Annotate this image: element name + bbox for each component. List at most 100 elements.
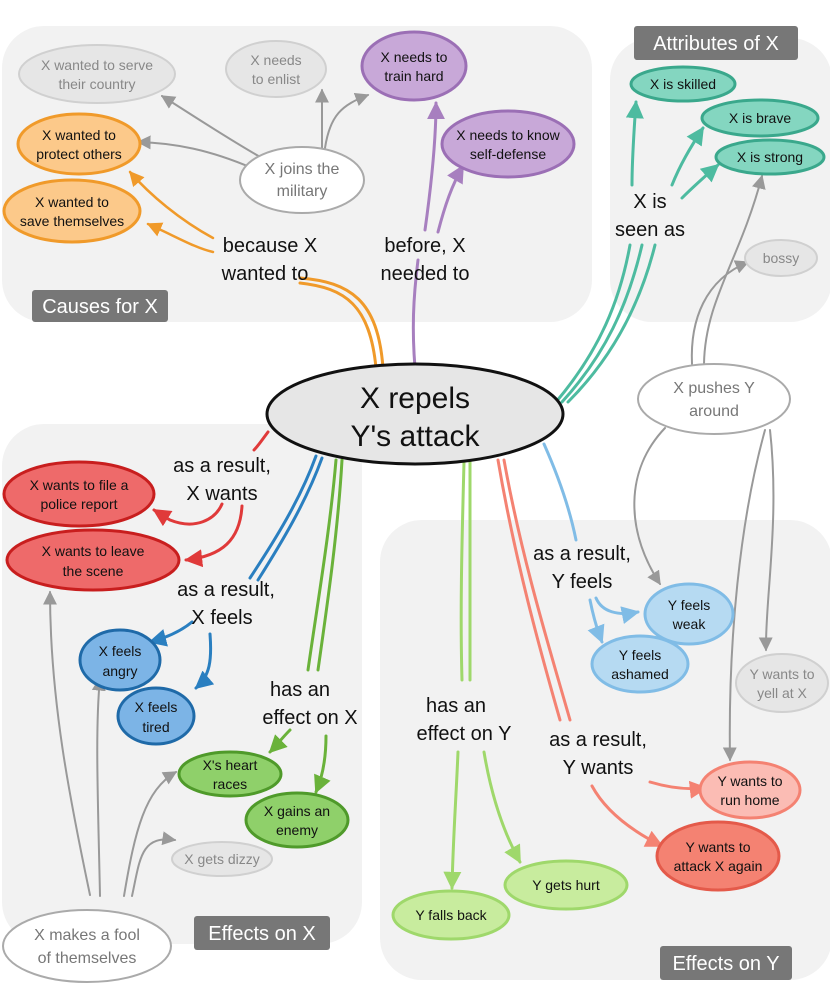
edge-to-file-report xyxy=(152,502,224,527)
svg-text:X feels: X feels xyxy=(99,643,142,659)
edge-fool-to-angry xyxy=(91,676,106,897)
node-serve-country: X wanted to serve their country xyxy=(18,44,176,104)
svg-text:Causes for X: Causes for X xyxy=(42,296,158,318)
svg-text:attack X again: attack X again xyxy=(674,858,763,874)
svg-text:Attributes of X: Attributes of X xyxy=(653,33,779,55)
node-y-ashamed: Y feels ashamed xyxy=(590,634,690,694)
node-protect-others: X wanted to protect others xyxy=(16,112,142,176)
svg-text:run home: run home xyxy=(720,792,779,808)
svg-text:Effects on X: Effects on X xyxy=(208,923,315,945)
svg-text:X wanted to serve: X wanted to serve xyxy=(41,57,153,73)
svg-text:X's heart: X's heart xyxy=(203,757,258,773)
center-event-node: X repels Y's attack xyxy=(265,362,565,466)
edge-pushes-to-yell xyxy=(758,429,775,652)
svg-text:X repels: X repels xyxy=(360,382,470,415)
svg-text:bossy: bossy xyxy=(763,250,800,266)
node-bossy: bossy xyxy=(744,239,818,277)
svg-text:around: around xyxy=(689,403,739,420)
node-needs-enlist: X needs to enlist xyxy=(225,40,327,98)
edge-to-tired xyxy=(194,632,215,690)
svg-text:X gets dizzy: X gets dizzy xyxy=(184,851,259,867)
svg-text:races: races xyxy=(213,776,247,792)
edge-x-feels xyxy=(256,456,324,582)
svg-text:X is skilled: X is skilled xyxy=(650,76,716,92)
svg-text:X makes a fool: X makes a fool xyxy=(34,927,140,944)
edge-y-wants xyxy=(502,458,572,722)
svg-text:X pushes Y: X pushes Y xyxy=(673,380,755,397)
node-brave: X is brave xyxy=(700,98,820,138)
edge-to-heart-races xyxy=(268,728,292,754)
svg-text:tired: tired xyxy=(142,719,169,735)
svg-text:self-defense: self-defense xyxy=(470,146,546,162)
edge-to-attack-again xyxy=(590,784,664,848)
node-save-themselves: X wanted to save themselves xyxy=(2,178,142,244)
svg-text:Y's attack: Y's attack xyxy=(350,420,480,453)
svg-text:X wants to leave: X wants to leave xyxy=(42,543,145,559)
node-skilled: X is skilled xyxy=(629,65,737,103)
edge-effect-x xyxy=(316,458,344,672)
edge-y-wants xyxy=(496,458,562,722)
svg-text:X needs to: X needs to xyxy=(381,49,448,65)
section-tag-attributes: Attributes of X xyxy=(634,26,798,60)
edge-to-save-themselves xyxy=(146,222,215,254)
svg-text:train hard: train hard xyxy=(384,68,443,84)
edge-y-feels xyxy=(542,442,578,542)
svg-text:the scene: the scene xyxy=(63,563,124,579)
edge-effect-x xyxy=(306,458,338,672)
edge-to-strong xyxy=(680,163,720,200)
edge-to-y-weak xyxy=(594,596,640,624)
edge-to-protect-others xyxy=(128,170,215,240)
label-y-feels: as a result,Y feels xyxy=(533,543,631,593)
edge-pushes-to-weak xyxy=(633,427,666,586)
svg-text:military: military xyxy=(277,183,328,200)
svg-text:angry: angry xyxy=(102,663,137,679)
node-joins-military: X joins the military xyxy=(239,146,365,214)
edge-x-wants xyxy=(252,430,270,452)
svg-text:police report: police report xyxy=(40,496,117,512)
svg-text:their country: their country xyxy=(58,76,135,92)
edge-to-y-hurt xyxy=(482,750,522,864)
edge-to-self-defense xyxy=(436,164,465,234)
svg-text:protect others: protect others xyxy=(36,146,122,162)
edge-to-leave-scene xyxy=(184,504,244,568)
node-x-angry: X feels angry xyxy=(78,628,162,692)
label-x-wants: as a result,X wants xyxy=(173,455,271,505)
edge-pushes-to-bossy xyxy=(690,260,750,365)
svg-text:X feels: X feels xyxy=(135,699,178,715)
node-y-weak: Y feels weak xyxy=(643,582,735,646)
node-yell-at-x: Y wants to yell at X xyxy=(735,653,829,713)
node-run-home: Y wants to run home xyxy=(698,760,802,820)
svg-text:X wants to file a: X wants to file a xyxy=(30,477,129,493)
node-train-hard: X needs to train hard xyxy=(360,30,468,102)
svg-text:Y feels: Y feels xyxy=(668,597,711,613)
edge-military-to-serve xyxy=(160,95,263,159)
svg-text:Effects on Y: Effects on Y xyxy=(672,953,779,975)
node-falls-back: Y falls back xyxy=(391,889,511,941)
svg-text:X needs: X needs xyxy=(250,52,301,68)
svg-text:Y wants to: Y wants to xyxy=(685,839,750,855)
svg-text:weak: weak xyxy=(672,616,707,632)
svg-text:Y wants to: Y wants to xyxy=(717,773,782,789)
edge-to-brave xyxy=(670,126,705,187)
svg-text:X gains an: X gains an xyxy=(264,803,330,819)
node-y-hurt: Y gets hurt xyxy=(503,859,629,911)
node-file-report: X wants to file a police report xyxy=(2,460,156,528)
svg-text:Y wants to: Y wants to xyxy=(749,666,814,682)
edge-to-train-hard xyxy=(423,101,445,232)
node-make-fool: X makes a fool of themselves xyxy=(2,909,172,983)
edge-fool-to-dizzy xyxy=(131,831,177,897)
svg-text:Y falls back: Y falls back xyxy=(415,907,487,923)
svg-text:X is strong: X is strong xyxy=(737,149,803,165)
edge-pushes-to-run-home xyxy=(722,429,766,762)
edge-before xyxy=(411,258,420,370)
svg-text:to enlist: to enlist xyxy=(252,71,300,87)
edge-to-y-ashamed xyxy=(587,598,605,644)
svg-text:X is brave: X is brave xyxy=(729,110,791,126)
label-x-feels: as a result,X feels xyxy=(177,579,275,629)
